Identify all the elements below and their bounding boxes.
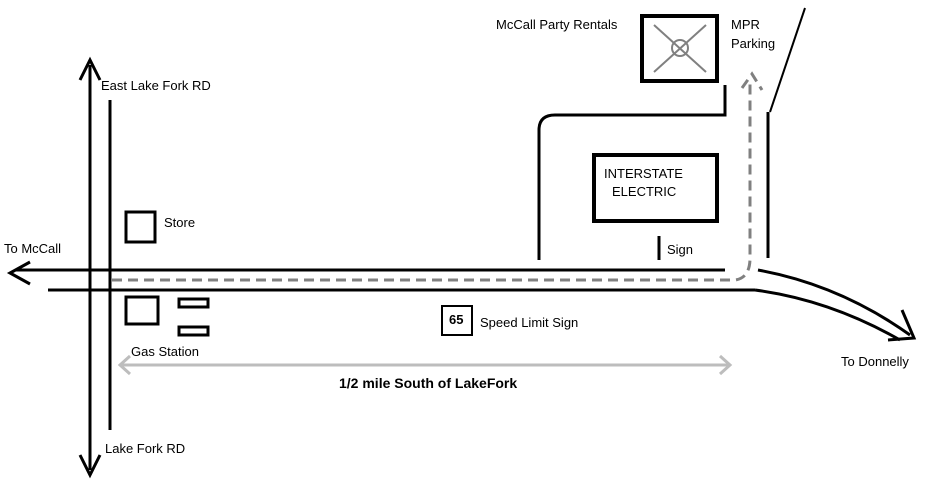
interstate-label-line2: ELECTRIC bbox=[612, 184, 677, 199]
measure-right-arrow-icon bbox=[718, 354, 733, 376]
driveway bbox=[537, 85, 727, 260]
east-lake-fork-rd-label: East Lake Fork RD bbox=[101, 78, 211, 93]
gas-station-building bbox=[124, 295, 160, 326]
donnelly-road-lower bbox=[754, 288, 901, 342]
mpr-parking-label-line1: MPR bbox=[731, 17, 760, 32]
store-label: Store bbox=[164, 215, 196, 230]
circle-x-icon bbox=[653, 24, 707, 73]
donnelly-road-upper bbox=[757, 268, 911, 337]
arrow-west-icon bbox=[6, 260, 31, 286]
arrow-north-icon bbox=[78, 56, 102, 81]
lake-fork-rd-label: Lake Fork RD bbox=[105, 441, 186, 456]
mpr-parking-label-line2: Parking bbox=[731, 36, 776, 51]
gas-pump-1 bbox=[177, 297, 210, 309]
to-donnelly-label: To Donnelly bbox=[841, 354, 909, 369]
to-mccall-label: To McCall bbox=[4, 241, 62, 256]
mccall-party-rentals-building bbox=[640, 14, 719, 83]
interstate-electric-building bbox=[592, 153, 719, 223]
interstate-label-line1: INTERSTATE bbox=[604, 166, 683, 181]
gas-pump-2 bbox=[177, 325, 210, 337]
arrow-east-icon bbox=[887, 309, 917, 342]
store-building bbox=[124, 210, 157, 244]
sign-label: Sign bbox=[667, 242, 694, 257]
arrow-south-icon bbox=[78, 454, 102, 479]
speed-limit-sign-label: Speed Limit Sign bbox=[480, 315, 579, 330]
side-road-diagonal bbox=[769, 7, 806, 113]
distance-note: 1/2 mile South of LakeFork bbox=[339, 375, 518, 391]
mccall-party-rentals-label: McCall Party Rentals bbox=[496, 17, 618, 32]
speed-limit-sign-box bbox=[441, 305, 473, 336]
speed-limit-value: 65 bbox=[449, 312, 464, 327]
measure-left-arrow-icon bbox=[117, 354, 132, 376]
gas-station-label: Gas Station bbox=[131, 344, 199, 359]
route-dashed bbox=[112, 71, 764, 282]
